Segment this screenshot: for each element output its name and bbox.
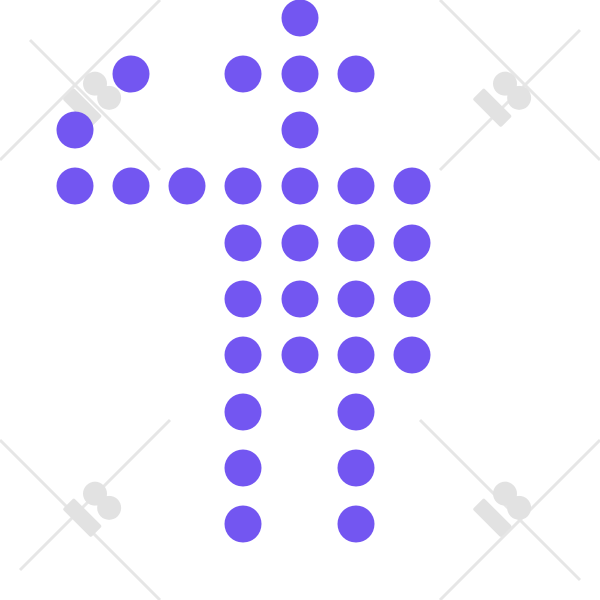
figure-dot: [393, 167, 431, 205]
figure-dot: [281, 280, 319, 318]
figure-dot: [224, 336, 262, 374]
figure-dot: [337, 55, 375, 93]
figure-dot: [112, 167, 150, 205]
figure-dot: [56, 111, 94, 149]
figure-dot: [337, 224, 375, 262]
figure-dot: [337, 167, 375, 205]
figure-dot: [393, 336, 431, 374]
figure-dot: [393, 224, 431, 262]
figure-dot: [224, 55, 262, 93]
figure-dot: [281, 224, 319, 262]
figure-dot: [393, 280, 431, 318]
figure-dot: [224, 167, 262, 205]
figure-dot: [224, 393, 262, 431]
figure-dot: [224, 224, 262, 262]
figure-dot: [337, 449, 375, 487]
figure-dot: [224, 505, 262, 543]
figure-dot: [112, 55, 150, 93]
figure-dot: [281, 0, 319, 37]
figure-dot: [56, 167, 94, 205]
figure-dot: [224, 449, 262, 487]
figure-dot: [168, 167, 206, 205]
figure-dot: [337, 505, 375, 543]
figure-dot: [281, 111, 319, 149]
figure-dot: [337, 280, 375, 318]
figure-dot: [224, 280, 262, 318]
figure-dot: [337, 393, 375, 431]
figure-dot: [337, 336, 375, 374]
figure-dot: [281, 336, 319, 374]
figure-dot: [281, 55, 319, 93]
figure-dot: [281, 167, 319, 205]
